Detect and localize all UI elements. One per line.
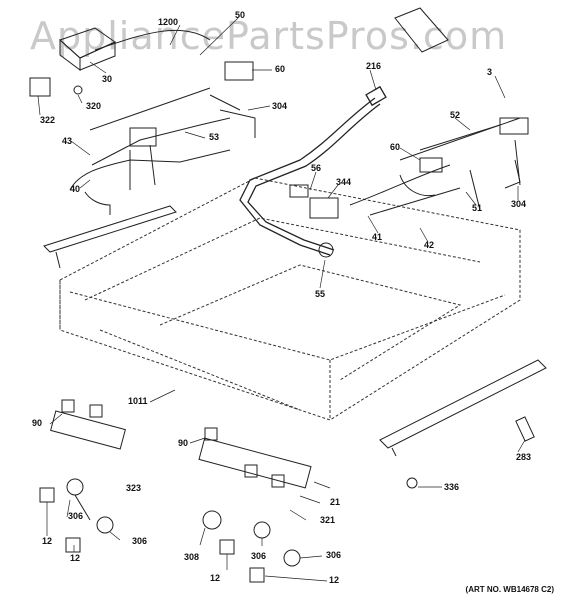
callout-53: 53 (209, 132, 220, 142)
callout-1200: 1200 (158, 17, 179, 27)
label-plate (394, 7, 449, 53)
chassis-frame (59, 177, 521, 421)
callout-1011: 1011 (128, 396, 148, 406)
callout-306-b: 306 (132, 536, 148, 546)
leader-lines (37, 17, 526, 582)
callout-12-b: 12 (70, 553, 81, 563)
callout-321: 321 (320, 515, 336, 525)
callout-90-left: 90 (32, 418, 43, 428)
callout-3: 3 (487, 67, 493, 77)
callout-306-d: 306 (326, 550, 342, 560)
callout-60-right: 60 (390, 142, 401, 152)
valve-top (209, 61, 254, 111)
front-rail-left (43, 205, 177, 269)
callout-52: 52 (450, 110, 461, 120)
right-valve-manifold (198, 427, 312, 583)
gas-supply-pipe (239, 85, 387, 256)
front-rail-right (379, 359, 547, 457)
regulator-344 (289, 184, 339, 258)
left-manifold-tubes (69, 87, 231, 215)
callout-304-left: 304 (272, 101, 288, 111)
callout-336: 336 (444, 482, 460, 492)
art-number: (ART NO. WB14678 C2) (465, 585, 554, 594)
callout-40: 40 (70, 184, 81, 194)
callout-30: 30 (102, 74, 113, 84)
nut-336 (406, 477, 418, 489)
callout-306-c: 306 (251, 551, 267, 561)
callout-43: 43 (62, 136, 73, 146)
bracket-304-right (504, 159, 521, 189)
control-module (29, 27, 211, 97)
callout-50: 50 (235, 10, 246, 20)
callout-306-a: 306 (68, 511, 84, 521)
callout-12-a: 12 (42, 536, 53, 546)
callout-216: 216 (366, 61, 382, 71)
callout-90-right: 90 (178, 438, 189, 448)
callout-55: 55 (315, 289, 326, 299)
callout-56: 56 (311, 163, 322, 173)
callout-12-c: 12 (210, 573, 221, 583)
callout-283: 283 (516, 452, 532, 462)
callout-304-right: 304 (511, 199, 527, 209)
callout-42: 42 (424, 240, 435, 250)
watermark: AppliancePartsPros.com (30, 14, 508, 58)
callout-51: 51 (472, 203, 483, 213)
knob-283 (515, 416, 535, 442)
callout-41: 41 (372, 232, 383, 242)
bracket-304-left (219, 109, 256, 138)
callout-308: 308 (184, 552, 200, 562)
left-valve-manifold (39, 399, 126, 553)
callout-322: 322 (40, 115, 56, 125)
callout-323: 323 (126, 483, 142, 493)
callout-21: 21 (330, 497, 341, 507)
callout-320: 320 (86, 101, 102, 111)
right-manifold (349, 117, 529, 216)
callout-60-top: 60 (275, 64, 286, 74)
callout-344: 344 (336, 177, 352, 187)
callout-12-d: 12 (329, 575, 340, 585)
